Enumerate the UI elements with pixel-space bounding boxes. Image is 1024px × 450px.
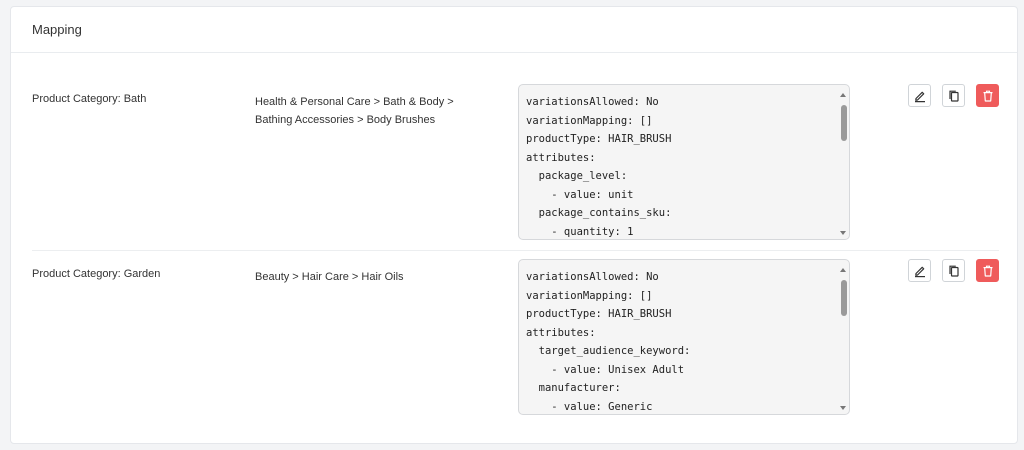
attribute-code[interactable]: variationsAllowed: No variationMapping: …	[526, 96, 672, 238]
product-category: Product Category: Garden	[32, 268, 161, 280]
edit-button[interactable]	[908, 259, 931, 282]
scroll-up-arrow[interactable]	[840, 268, 846, 272]
copy-icon	[948, 90, 959, 102]
copy-icon	[948, 265, 959, 277]
delete-button[interactable]	[976, 259, 999, 282]
category-mapping: Beauty > Hair Care > Hair Oils	[255, 271, 404, 283]
copy-button[interactable]	[942, 259, 965, 282]
mapping-card: Mapping Product Category: Bath Health & …	[10, 6, 1018, 444]
scroll-down-arrow[interactable]	[840, 231, 846, 235]
mapping-row: Product Category: Garden Beauty > Hair C…	[32, 259, 999, 429]
card-title: Mapping	[11, 7, 1017, 53]
scroll-up-arrow[interactable]	[840, 93, 846, 97]
attribute-code[interactable]: variationsAllowed: No variationMapping: …	[526, 271, 691, 413]
pencil-icon	[914, 91, 925, 102]
scrollbar-thumb[interactable]	[841, 105, 847, 141]
mapping-row: Product Category: Bath Health & Personal…	[32, 84, 999, 251]
category-mapping: Health & Personal Care > Bath & Body > B…	[255, 96, 454, 126]
delete-button[interactable]	[976, 84, 999, 107]
pencil-icon	[914, 266, 925, 277]
scroll-down-arrow[interactable]	[840, 406, 846, 410]
row-actions	[908, 259, 999, 282]
attribute-code-box[interactable]: variationsAllowed: No variationMapping: …	[518, 259, 850, 415]
row-actions	[908, 84, 999, 107]
trash-icon	[983, 265, 992, 277]
copy-button[interactable]	[942, 84, 965, 107]
scrollbar-thumb[interactable]	[841, 280, 847, 316]
product-category: Product Category: Bath	[32, 93, 147, 105]
trash-icon	[983, 90, 992, 102]
edit-button[interactable]	[908, 84, 931, 107]
attribute-code-box[interactable]: variationsAllowed: No variationMapping: …	[518, 84, 850, 240]
